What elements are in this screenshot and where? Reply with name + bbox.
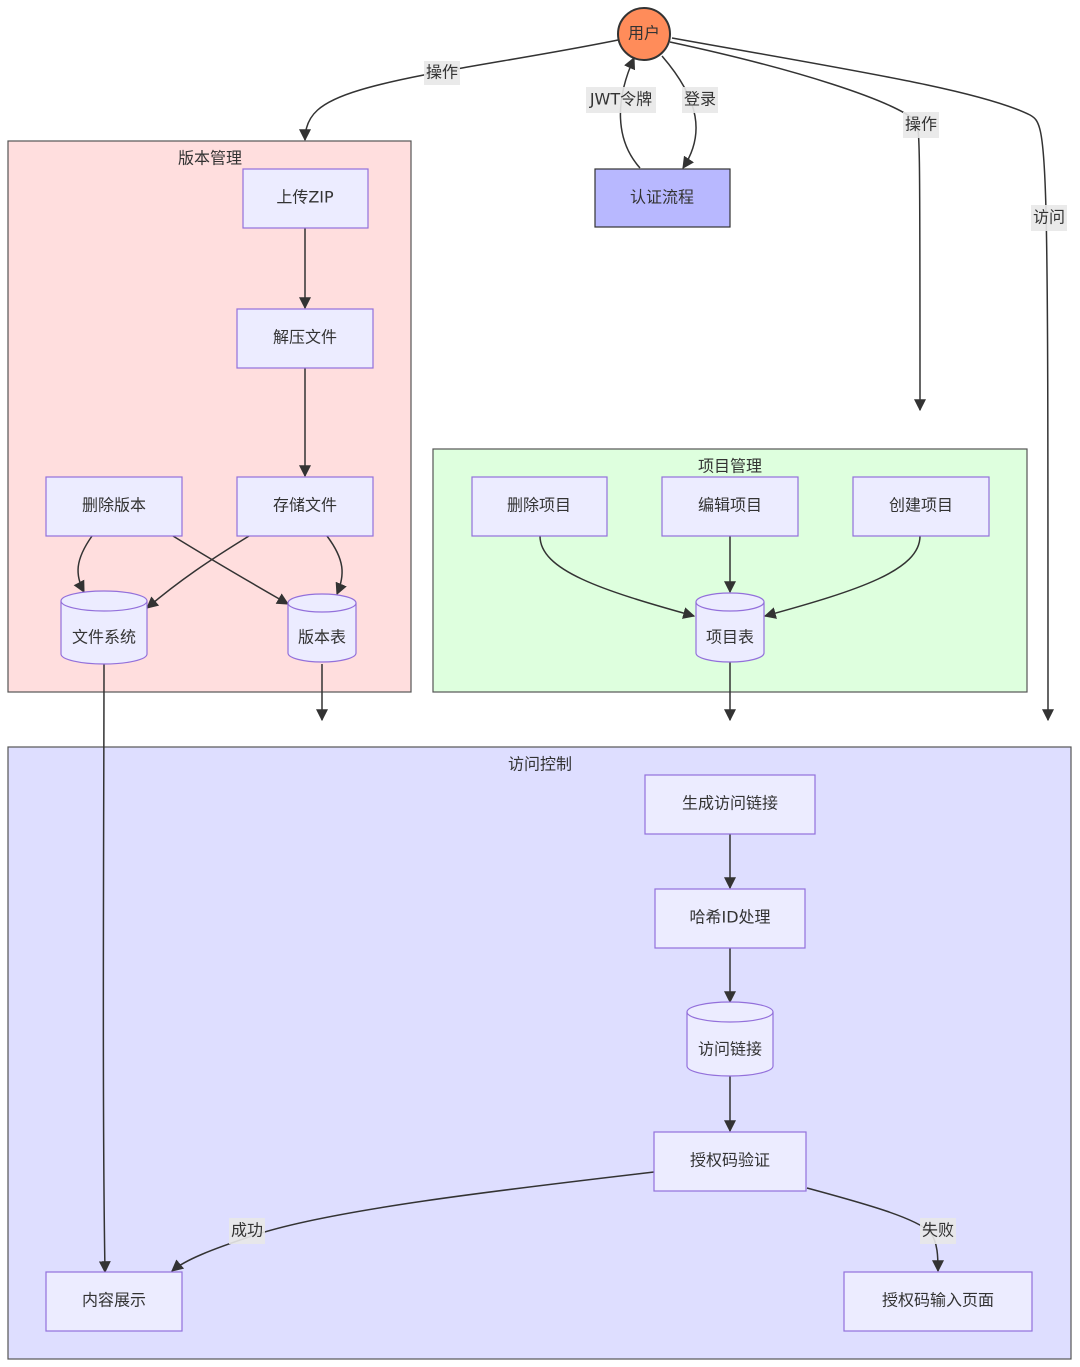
cluster-project-title: 项目管理 — [698, 457, 762, 476]
node-edit-project[interactable]: 编辑项目 — [661, 476, 799, 537]
svg-text:编辑项目: 编辑项目 — [698, 496, 762, 515]
edge-createproj-to-pt — [763, 535, 921, 619]
svg-text:成功: 成功 — [231, 1221, 263, 1240]
edges — [73, 37, 1054, 1274]
node-upload-zip[interactable]: 上传ZIP — [242, 168, 369, 229]
node-hash-id[interactable]: 哈希ID处理 — [654, 888, 806, 949]
svg-text:哈希ID处理: 哈希ID处理 — [689, 908, 770, 927]
svg-text:访问: 访问 — [1033, 208, 1065, 227]
node-file-system[interactable]: 文件系统 — [60, 590, 148, 665]
svg-text:操作: 操作 — [905, 115, 937, 134]
svg-text:JWT令牌: JWT令牌 — [589, 90, 652, 109]
svg-text:创建项目: 创建项目 — [889, 496, 953, 515]
node-delete-version[interactable]: 删除版本 — [45, 476, 183, 537]
node-store-files[interactable]: 存储文件 — [236, 476, 374, 537]
edge-label-op-right: 操作 — [903, 112, 939, 138]
edge-fs-to-content — [98, 663, 111, 1274]
node-delete-project[interactable]: 删除项目 — [471, 476, 608, 537]
edge-label-op-left: 操作 — [424, 61, 460, 85]
node-content-display[interactable]: 内容展示 — [45, 1271, 183, 1332]
svg-text:登录: 登录 — [684, 90, 716, 109]
cluster-access-title: 访问控制 — [508, 755, 572, 774]
edge-verify-to-content — [171, 1171, 655, 1272]
edge-label-login: 登录 — [682, 87, 718, 113]
svg-text:认证流程: 认证流程 — [630, 188, 694, 207]
svg-text:授权码输入页面: 授权码输入页面 — [882, 1291, 994, 1310]
edge-delete-to-vt — [172, 535, 290, 605]
svg-text:访问链接: 访问链接 — [698, 1040, 762, 1059]
node-project-table[interactable]: 项目表 — [695, 592, 765, 663]
svg-text:操作: 操作 — [426, 63, 458, 82]
edge-auth-to-user — [619, 56, 641, 169]
svg-text:版本表: 版本表 — [298, 628, 346, 647]
node-auth-code-page[interactable]: 授权码输入页面 — [843, 1271, 1033, 1332]
cluster-access-bg — [7, 746, 1072, 1360]
node-user[interactable]: 用户 — [617, 7, 671, 61]
edge-user-to-version — [299, 39, 619, 142]
svg-text:生成访问链接: 生成访问链接 — [682, 794, 778, 813]
edge-store-to-fs — [146, 535, 250, 609]
node-auth[interactable]: 认证流程 — [594, 168, 731, 228]
node-auth-code-verify[interactable]: 授权码验证 — [653, 1131, 807, 1192]
svg-text:项目表: 项目表 — [706, 628, 754, 647]
svg-text:文件系统: 文件系统 — [72, 628, 136, 647]
node-version-table[interactable]: 版本表 — [287, 593, 357, 663]
edge-user-to-access — [671, 37, 1054, 722]
edge-delete-to-fs — [73, 535, 93, 594]
edge-label-fail: 失败 — [920, 1218, 956, 1244]
svg-text:失败: 失败 — [922, 1221, 954, 1240]
edge-label-visit: 访问 — [1031, 205, 1067, 231]
edge-store-to-vt — [326, 535, 347, 596]
node-generate-link[interactable]: 生成访问链接 — [644, 774, 816, 835]
edge-label-success: 成功 — [229, 1218, 265, 1244]
svg-text:存储文件: 存储文件 — [273, 496, 337, 515]
cluster-version-title: 版本管理 — [178, 149, 242, 168]
svg-text:授权码验证: 授权码验证 — [690, 1151, 770, 1170]
svg-text:内容展示: 内容展示 — [82, 1291, 146, 1310]
svg-text:删除版本: 删除版本 — [82, 496, 146, 515]
edge-delproj-to-pt — [539, 535, 696, 619]
node-create-project[interactable]: 创建项目 — [852, 476, 990, 537]
edge-user-to-auth — [661, 55, 697, 169]
cluster-access-control: 访问控制 — [7, 746, 1072, 1360]
svg-text:用户: 用户 — [628, 24, 660, 43]
user-circle — [617, 7, 671, 61]
edge-label-jwt: JWT令牌 — [586, 87, 656, 113]
svg-text:上传ZIP: 上传ZIP — [276, 188, 334, 207]
svg-text:解压文件: 解压文件 — [273, 328, 337, 347]
node-unzip[interactable]: 解压文件 — [236, 308, 374, 369]
node-access-link[interactable]: 访问链接 — [686, 1001, 774, 1077]
svg-text:删除项目: 删除项目 — [507, 496, 571, 515]
